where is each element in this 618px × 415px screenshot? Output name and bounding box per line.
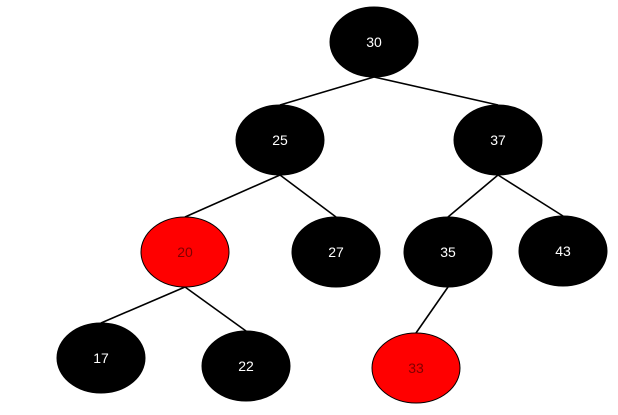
tree-edge-20-22 (184, 286, 247, 332)
tree-node-22: 22 (201, 330, 291, 402)
node-label: 37 (490, 132, 506, 148)
node-label: 22 (238, 358, 254, 374)
tree-edge-37-35 (447, 174, 499, 218)
tree-edge-25-27 (279, 174, 337, 218)
black-node-circle (329, 6, 419, 78)
black-node-circle (291, 216, 381, 288)
red-node-circle (140, 216, 230, 288)
tree-node-20: 20 (140, 216, 230, 288)
tree-node-37: 37 (453, 104, 543, 176)
red-node-circle (371, 332, 461, 404)
tree-edge-30-25 (279, 76, 375, 106)
tree-edge-25-20 (184, 174, 281, 218)
node-label: 20 (177, 244, 193, 260)
tree-edge-35-33 (415, 286, 449, 334)
tree-edge-30-37 (373, 76, 499, 106)
node-label: 17 (93, 350, 109, 366)
tree-edge-37-43 (497, 174, 564, 217)
node-label: 30 (366, 34, 382, 50)
black-node-circle (518, 215, 608, 287)
black-node-circle (201, 330, 291, 402)
node-label: 35 (440, 244, 456, 260)
tree-node-27: 27 (291, 216, 381, 288)
node-label: 25 (272, 132, 288, 148)
tree-node-17: 17 (56, 322, 146, 394)
black-node-circle (403, 216, 493, 288)
tree-edge-20-17 (100, 286, 186, 324)
node-label: 43 (555, 243, 571, 259)
tree-node-33: 33 (371, 332, 461, 404)
black-node-circle (453, 104, 543, 176)
tree-node-35: 35 (403, 216, 493, 288)
node-label: 33 (408, 360, 424, 376)
black-node-circle (56, 322, 146, 394)
tree-nodes: 30 25 37 20 27 35 43 17 22 33 (56, 6, 608, 404)
tree-node-25: 25 (235, 104, 325, 176)
tree-node-43: 43 (518, 215, 608, 287)
tree-node-30: 30 (329, 6, 419, 78)
tree-edges (100, 76, 564, 334)
node-label: 27 (328, 244, 344, 260)
black-node-circle (235, 104, 325, 176)
